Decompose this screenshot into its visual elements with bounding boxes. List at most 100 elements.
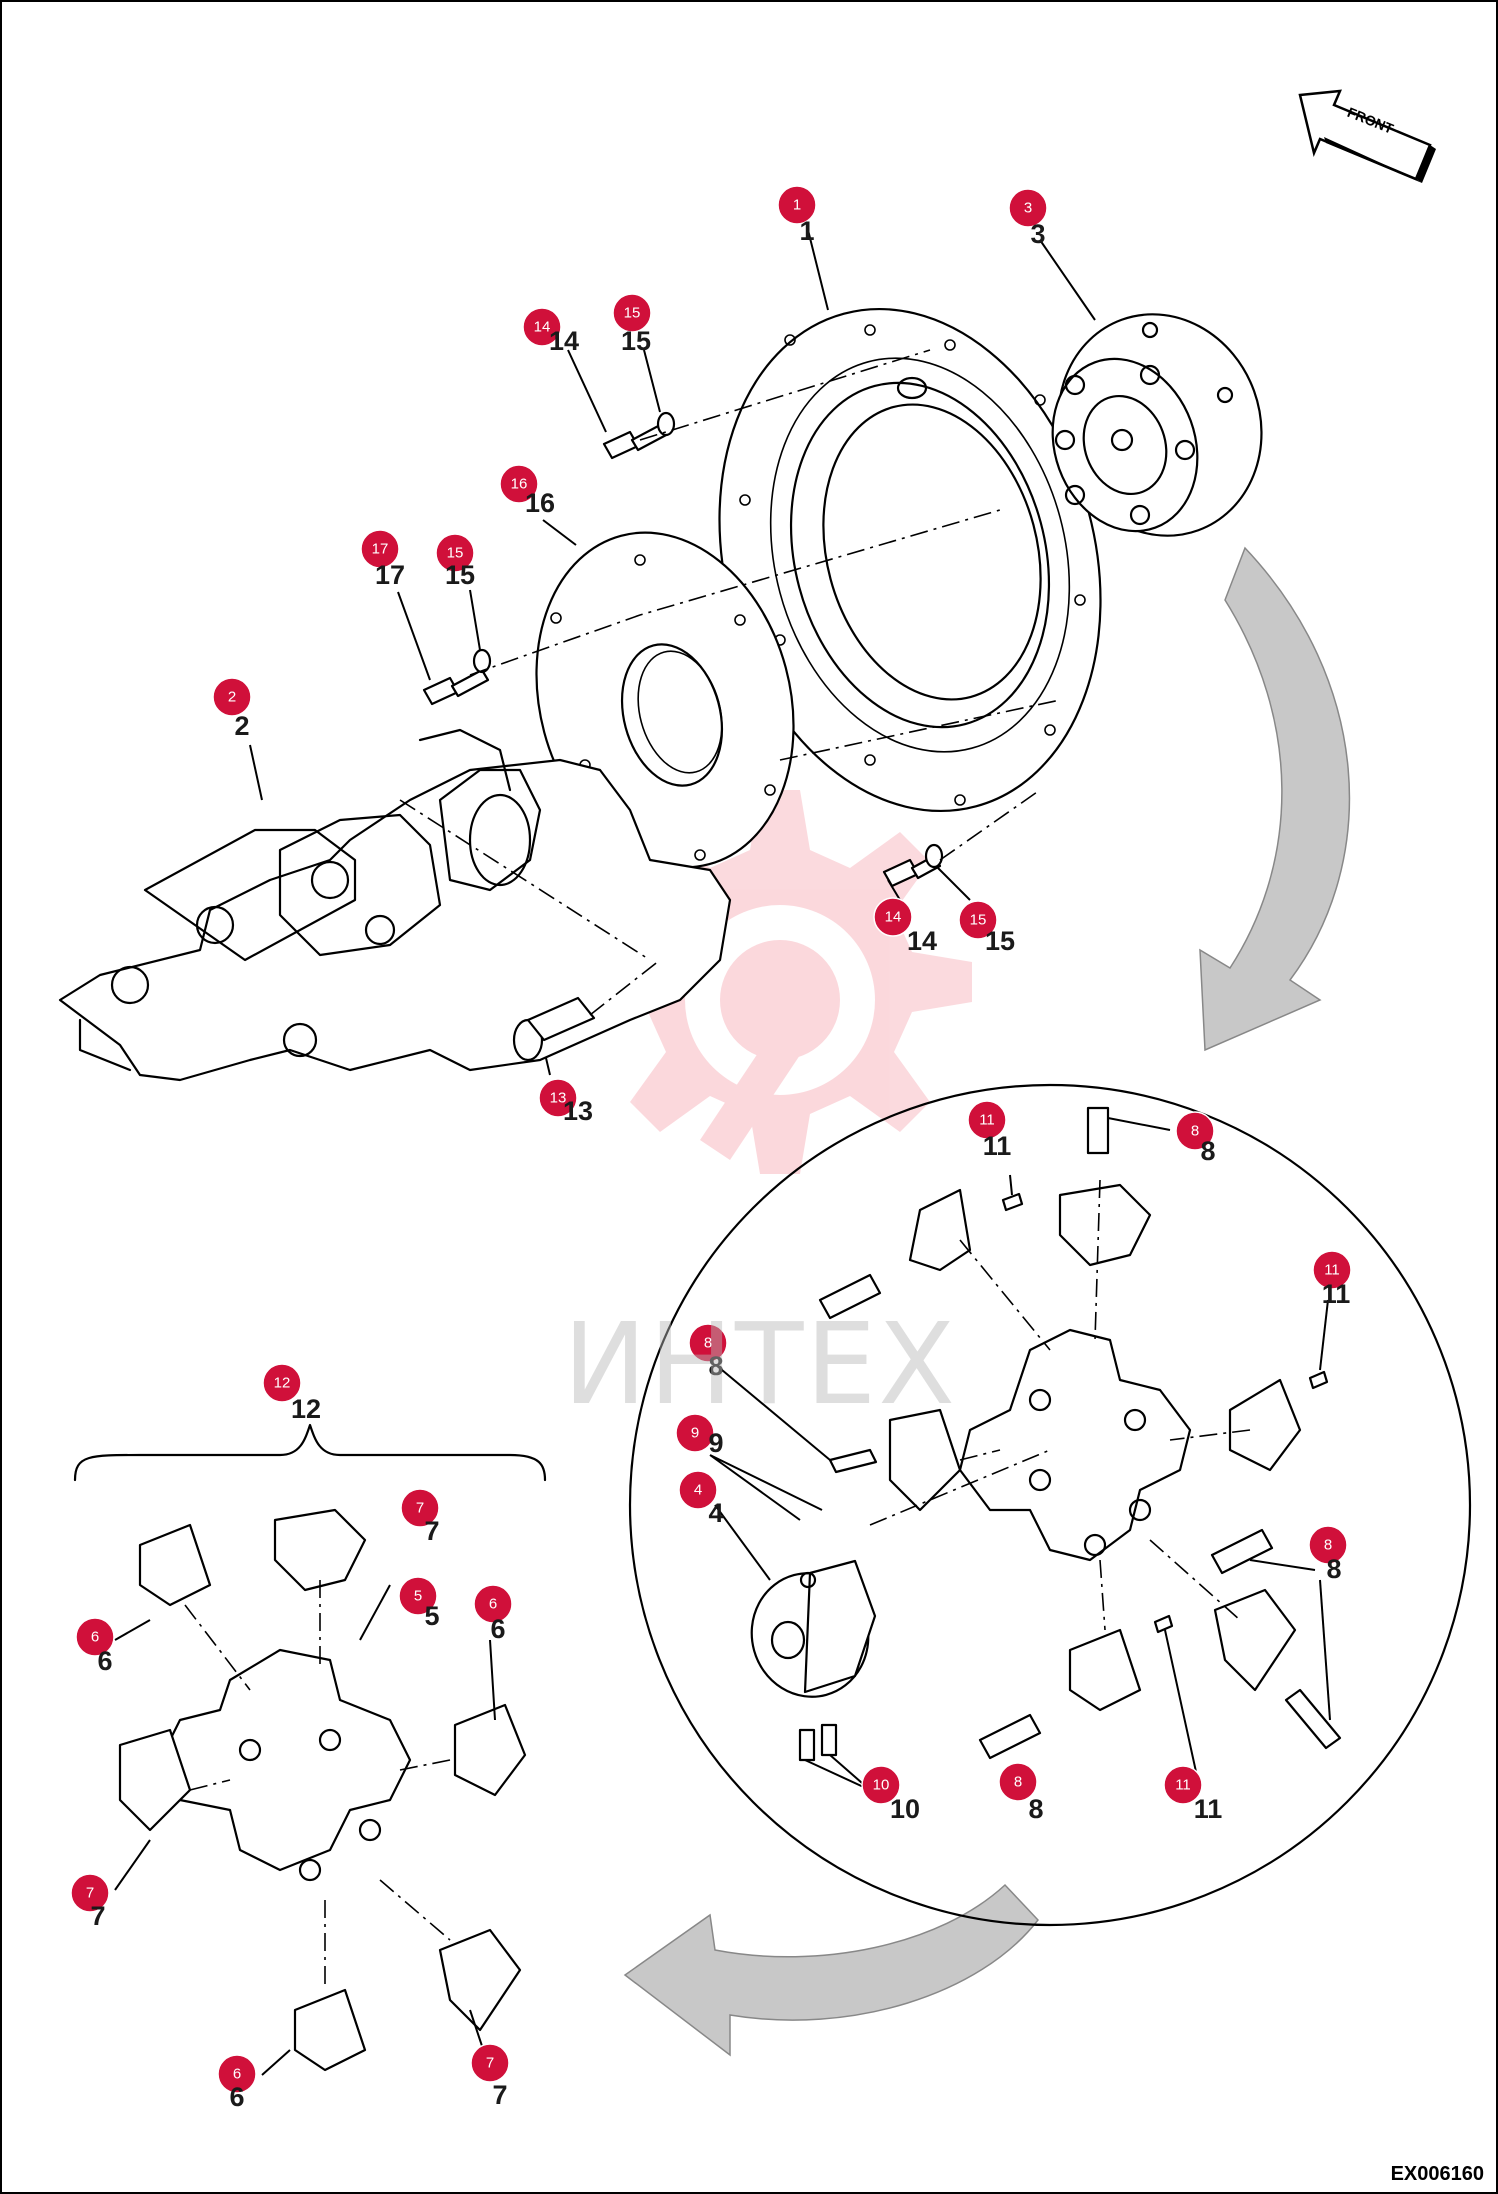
part-6-block-detail-b	[1228, 1378, 1302, 1472]
svg-text:15: 15	[621, 326, 651, 356]
part-7-block-b	[118, 1728, 192, 1832]
callout-8a: 88	[1175, 1111, 1216, 1166]
svg-text:1: 1	[793, 197, 801, 214]
part-7-block-detail-a	[1058, 1183, 1152, 1267]
part-2-hydraulic-pump	[58, 728, 732, 1082]
svg-text:6: 6	[97, 1646, 112, 1676]
callout-2: 22	[212, 677, 252, 741]
svg-text:7: 7	[86, 1885, 94, 1902]
callout-6c: 66	[217, 2054, 257, 2112]
svg-text:15: 15	[985, 926, 1015, 956]
svg-text:5: 5	[424, 1601, 439, 1631]
svg-text:10: 10	[890, 1794, 920, 1824]
part-10-plugs	[798, 1723, 838, 1762]
plate-1-bolt-holes	[739, 324, 1086, 806]
svg-text:15: 15	[624, 305, 641, 322]
part-12-element-kit	[73, 1423, 547, 2072]
svg-text:17: 17	[375, 560, 405, 590]
part-7-block-detail-c	[1213, 1588, 1297, 1692]
svg-text:14: 14	[534, 319, 551, 336]
part-6-block-b	[453, 1703, 527, 1797]
svg-text:6: 6	[229, 2082, 244, 2112]
part-15-washer-lower	[924, 843, 944, 869]
svg-text:16: 16	[511, 476, 528, 493]
callout-7c: 77	[470, 2043, 510, 2110]
svg-text:2: 2	[228, 689, 236, 706]
svg-text:11: 11	[1175, 1777, 1191, 1794]
assembly-center-lines-upper	[399, 349, 1061, 1016]
svg-text:7: 7	[424, 1516, 439, 1546]
svg-text:8: 8	[1191, 1123, 1199, 1140]
part-8-screw-detail-c	[1210, 1528, 1274, 1575]
part-8-screw-detail-b	[818, 1273, 882, 1320]
part-8-screw-detail-e	[1284, 1688, 1342, 1750]
svg-text:9: 9	[708, 1428, 723, 1458]
svg-text:1: 1	[799, 216, 814, 246]
svg-text:4: 4	[708, 1498, 723, 1528]
svg-text:6: 6	[233, 2066, 241, 2083]
svg-text:11: 11	[1194, 1794, 1223, 1824]
callout-6b: 66	[473, 1584, 513, 1644]
part-5-coupling-element-detail	[958, 1328, 1192, 1562]
svg-text:6: 6	[489, 1596, 497, 1613]
part-6-block-detail-c	[1068, 1628, 1142, 1712]
part-9-set-screw	[828, 1448, 878, 1474]
svg-text:3: 3	[1024, 200, 1032, 217]
svg-text:5: 5	[414, 1588, 422, 1605]
svg-text:8: 8	[704, 1335, 712, 1352]
assembly-center-lines-kit	[184, 1580, 451, 1990]
part-7-block-a	[273, 1508, 367, 1592]
svg-text:11: 11	[1324, 1262, 1340, 1279]
callout-3: 33	[1008, 188, 1048, 249]
coupling-detail-view	[628, 1083, 1472, 1927]
svg-text:15: 15	[447, 545, 464, 562]
svg-text:14: 14	[549, 326, 579, 356]
part-11-pin-detail-c	[1153, 1614, 1174, 1634]
svg-text:15: 15	[970, 912, 987, 929]
part-11-pin-detail-b	[1308, 1370, 1329, 1390]
callout-5: 55	[398, 1576, 440, 1631]
svg-text:17: 17	[372, 541, 389, 558]
svg-text:13: 13	[563, 1096, 593, 1126]
callout-7a: 77	[400, 1488, 440, 1546]
part-8-screw-detail-a	[1086, 1106, 1110, 1155]
part-17-bolt	[422, 668, 490, 706]
callout-4: 44	[678, 1470, 724, 1528]
drawing-code: EX006160	[1390, 2163, 1484, 2185]
svg-text:8: 8	[708, 1351, 723, 1381]
svg-text:8: 8	[1200, 1136, 1215, 1166]
svg-text:4: 4	[694, 1482, 702, 1499]
part-4-hub	[750, 1559, 877, 1698]
part-11-pin-detail-a	[1001, 1192, 1024, 1212]
part-6-block-detail-a	[908, 1188, 972, 1272]
part-8-screw-detail-d	[978, 1713, 1042, 1760]
svg-text:11: 11	[1322, 1279, 1351, 1309]
svg-text:7: 7	[486, 2055, 494, 2072]
callout-7b: 77	[70, 1873, 110, 1931]
svg-text:7: 7	[492, 2080, 507, 2110]
svg-text:6: 6	[490, 1614, 505, 1644]
callout-8c: 88	[1308, 1525, 1348, 1584]
svg-text:7: 7	[416, 1500, 424, 1517]
front-arrow-icon: FRONT	[1298, 89, 1436, 183]
part-6-block-c	[293, 1988, 367, 2072]
callout-1: 11	[777, 185, 817, 246]
callout-8d: 88	[998, 1762, 1044, 1824]
svg-text:8: 8	[1326, 1554, 1341, 1584]
part-3-coupling	[1051, 313, 1263, 537]
leader-lines	[114, 229, 1331, 2076]
part-15-washer-middle	[472, 648, 492, 674]
assembly-center-lines-detail	[869, 1179, 1251, 1631]
svg-text:12: 12	[274, 1375, 291, 1392]
part-15-washer-upper	[656, 411, 676, 437]
part-5-coupling-element	[158, 1648, 412, 1872]
